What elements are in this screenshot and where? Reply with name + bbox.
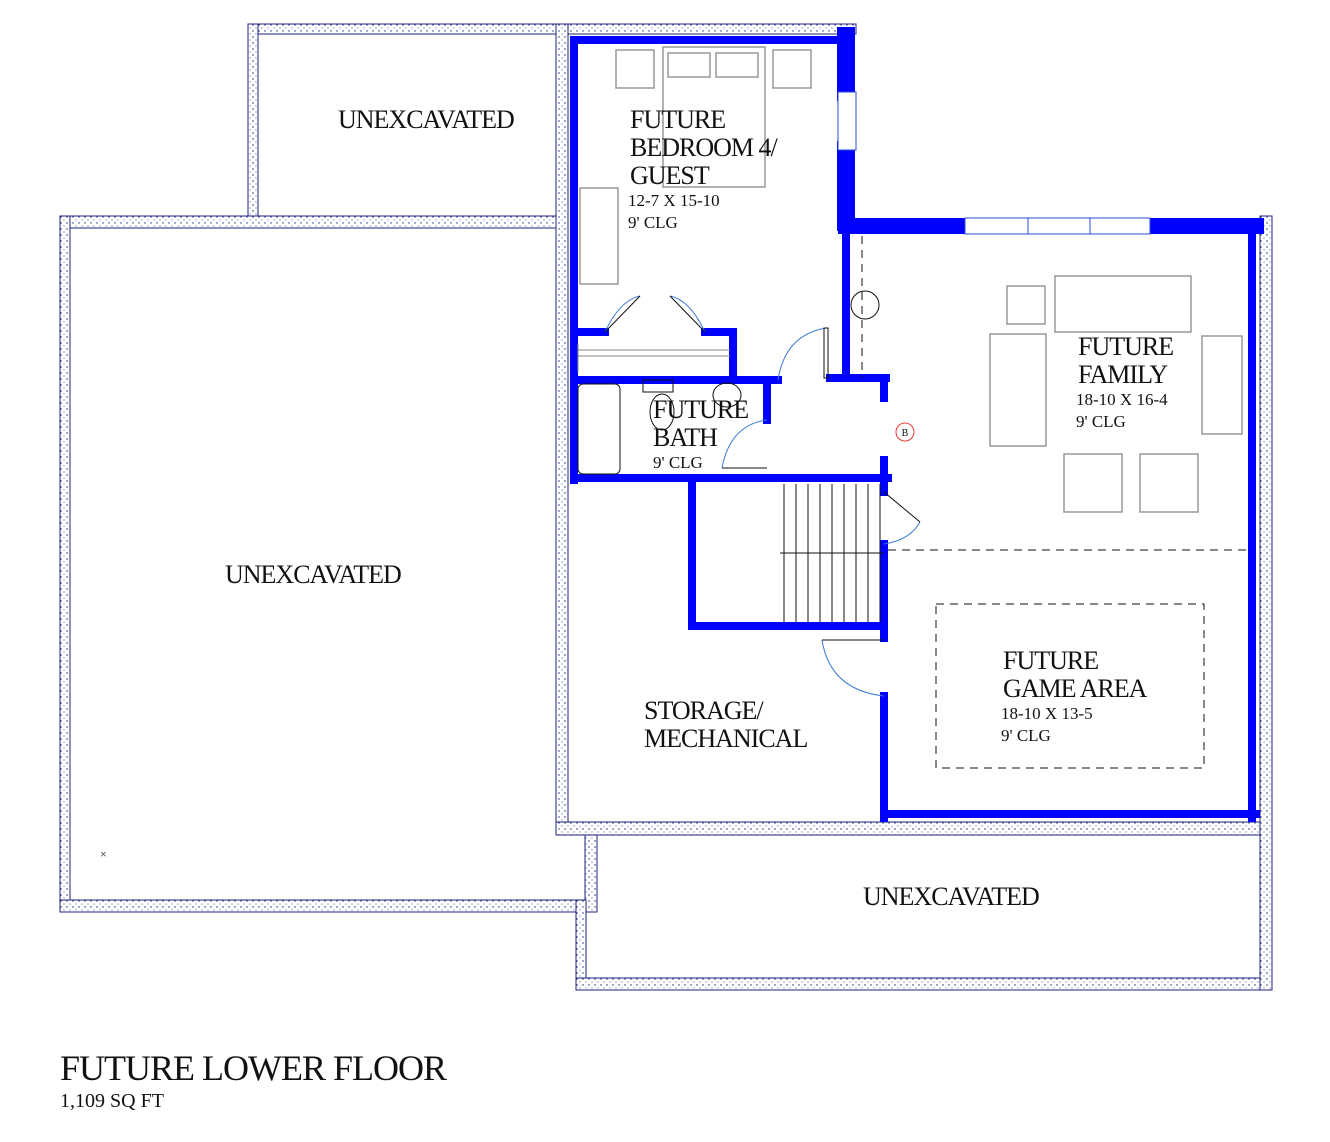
bedroom-name-1: FUTURE [630, 105, 725, 134]
room-label-unexcavated-left: UNEXCAVATED [225, 560, 401, 589]
bath-name-1: FUTURE [653, 395, 748, 424]
bedroom-name-2: BEDROOM 4/ [630, 133, 779, 162]
room-label-unexcavated-bottom: UNEXCAVATED [863, 882, 1039, 911]
windows [837, 91, 1151, 235]
door-swings [604, 295, 921, 697]
game-name-1: FUTURE [1003, 646, 1098, 675]
interior-walls [570, 27, 1264, 822]
bedroom-size: 12-7 X 15-10 [628, 191, 720, 210]
bath-ceiling: 9' CLG [653, 453, 703, 472]
bedroom-name-3: GUEST [630, 161, 710, 190]
foundation-walls [59, 23, 1273, 991]
x-mark: × [100, 847, 107, 861]
game-name-2: GAME AREA [1003, 674, 1148, 703]
storage-name-2: MECHANICAL [644, 724, 807, 753]
family-name-2: FAMILY [1078, 360, 1168, 389]
game-ceiling: 9' CLG [1001, 726, 1051, 745]
family-size: 18-10 X 16-4 [1076, 390, 1168, 409]
furniture [579, 46, 1243, 513]
family-ceiling: 9' CLG [1076, 412, 1126, 431]
section-marker: B [895, 422, 915, 442]
storage-name-1: STORAGE/ [644, 696, 764, 725]
game-size: 18-10 X 13-5 [1001, 704, 1093, 723]
bath-name-2: BATH [653, 423, 718, 452]
door-leaves [604, 295, 921, 641]
bedroom-ceiling: 9' CLG [628, 213, 678, 232]
closet-shelving [577, 344, 730, 372]
plan-title: FUTURE LOWER FLOOR [60, 1048, 447, 1088]
dashed-lines [861, 236, 1252, 769]
bath-fixtures [577, 290, 880, 475]
room-label-unexcavated-top: UNEXCAVATED [338, 105, 514, 134]
stairs [780, 484, 884, 622]
plan-area: 1,109 SQ FT [60, 1090, 164, 1112]
family-name-1: FUTURE [1078, 332, 1173, 361]
marker-label: B [902, 428, 909, 439]
